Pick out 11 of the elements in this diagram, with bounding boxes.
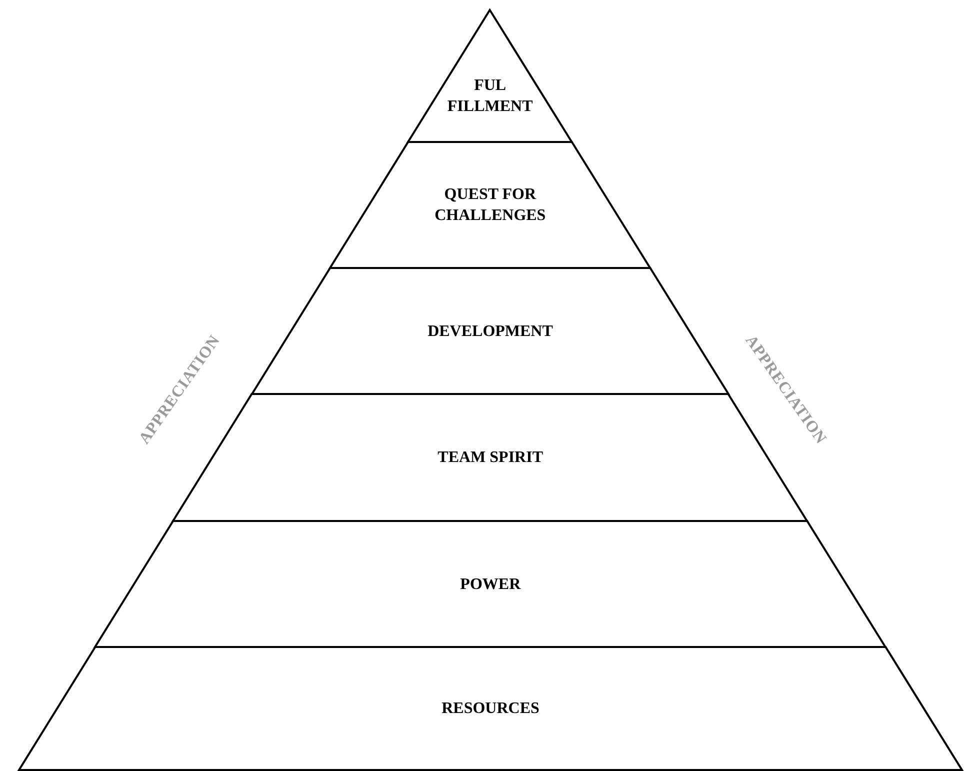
pyramid-apex: [408, 10, 572, 142]
pyramid-tier: [95, 521, 886, 647]
tier-label: FUL FILLMENT: [446, 76, 534, 117]
pyramid-tier: [330, 142, 650, 268]
tier-label: POWER: [459, 574, 522, 594]
tier-label: DEVELOPMENT: [426, 322, 554, 342]
tier-label: RESOURCES: [440, 699, 540, 719]
tier-label: TEAM SPIRIT: [436, 448, 544, 468]
pyramid-tier: [252, 268, 728, 394]
tier-label: QUEST FOR CHALLENGES: [434, 185, 547, 226]
pyramid-tier: [19, 647, 962, 770]
